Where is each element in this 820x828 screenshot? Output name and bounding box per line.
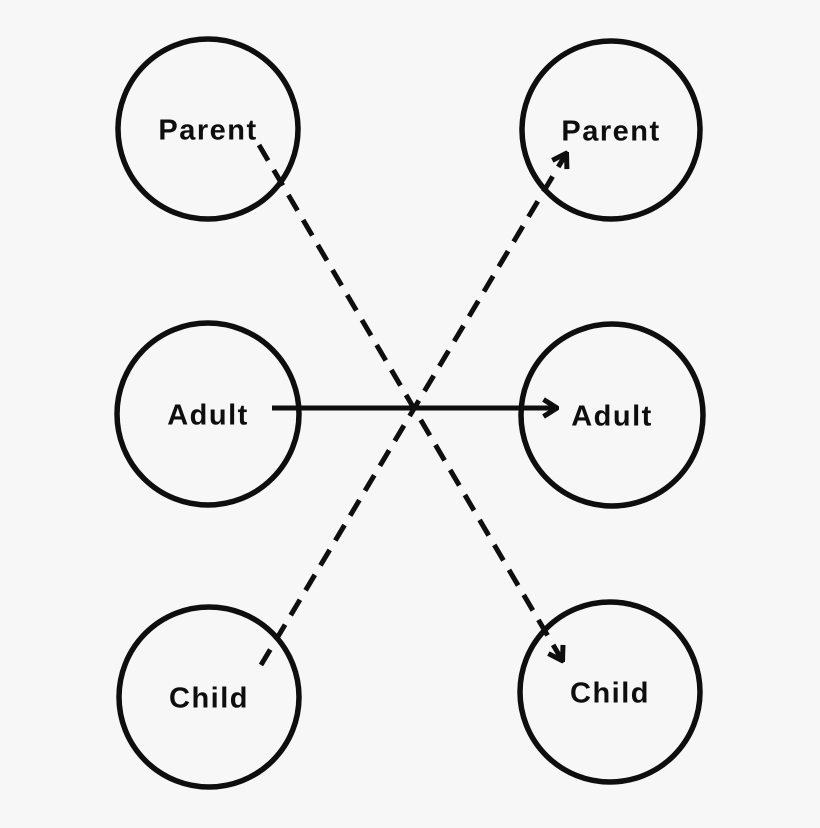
node-label-adult-right: Adult xyxy=(571,400,653,432)
edges-layer xyxy=(256,143,566,667)
node-circle-parent-left xyxy=(115,36,301,222)
node-circle-adult-left xyxy=(114,320,302,508)
node-label-parent-left: Parent xyxy=(158,114,257,146)
node-child-right: Child xyxy=(517,599,703,785)
node-adult-right: Adult xyxy=(518,321,706,509)
node-adult-left: Adult xyxy=(114,320,302,508)
node-label-adult-left: Adult xyxy=(167,399,249,431)
node-label-child-right: Child xyxy=(570,677,650,709)
edge-parent-to-child xyxy=(256,143,562,660)
node-circle-parent-right xyxy=(519,38,703,222)
node-child-left: Child xyxy=(116,604,302,790)
node-circle-child-right xyxy=(517,599,703,785)
edge-child-to-parent xyxy=(258,154,566,667)
node-circle-adult-right xyxy=(518,321,706,509)
node-parent-right: Parent xyxy=(519,38,703,222)
node-circle-child-left xyxy=(116,604,302,790)
node-parent-left: Parent xyxy=(115,36,301,222)
node-label-child-left: Child xyxy=(169,682,249,714)
node-label-parent-right: Parent xyxy=(561,115,660,147)
